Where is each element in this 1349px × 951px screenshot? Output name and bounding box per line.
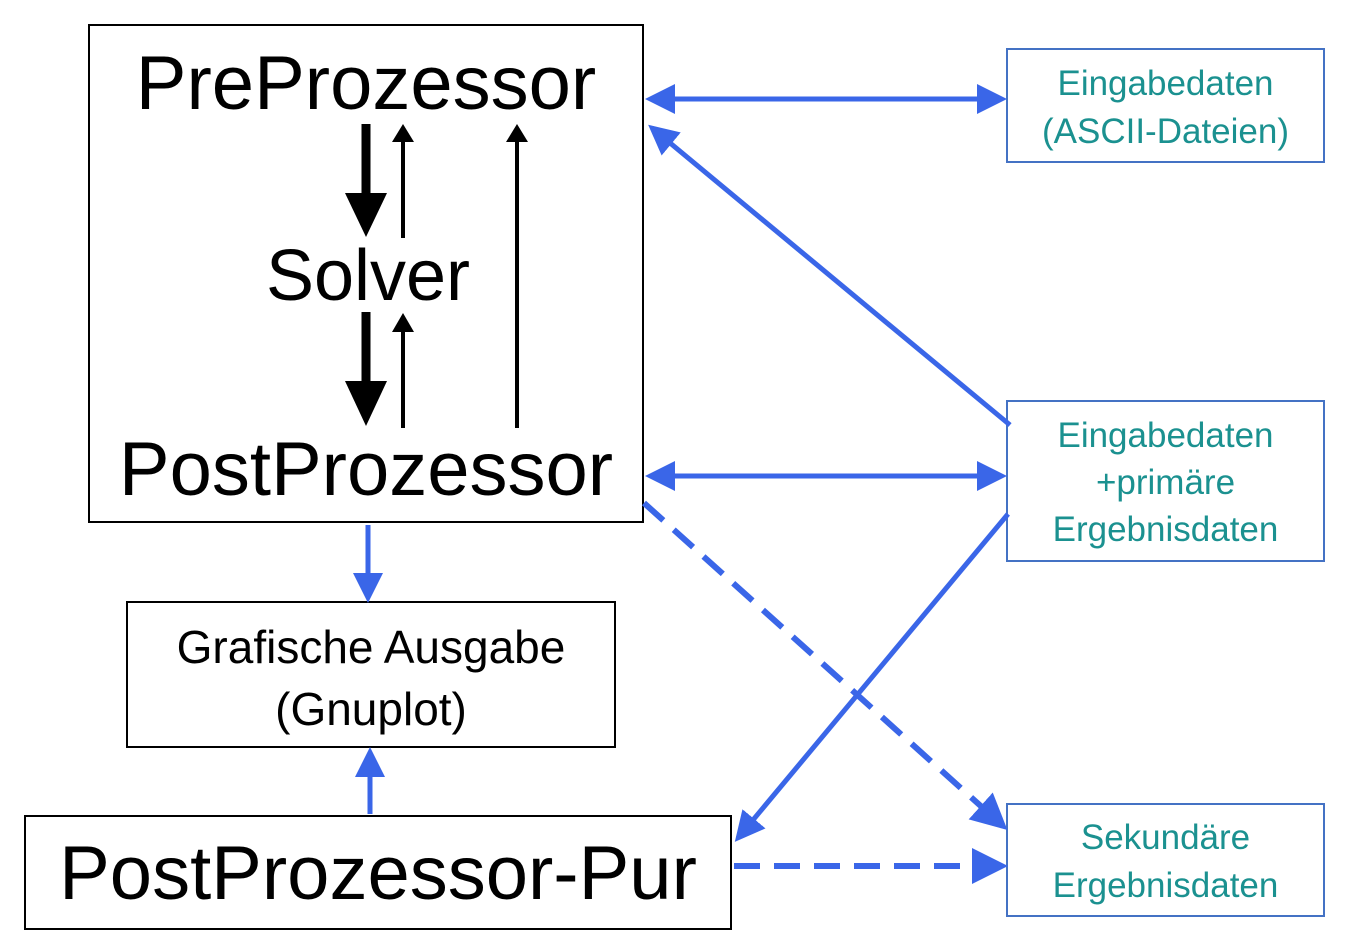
grafische-ausgabe-line1: Grafische Ausgabe <box>176 621 566 673</box>
grafische-ausgabe-line2: (Gnuplot) <box>275 683 467 735</box>
post-to-sekundaere-dashed-arrow <box>641 500 1008 831</box>
eingabedaten-ascii-box <box>1006 48 1325 163</box>
sekundaere-ergebnisdaten-box <box>1006 803 1325 917</box>
post-to-pre-arrow <box>506 124 528 428</box>
sekundaere-line2: Ergebnisdaten <box>1052 866 1279 905</box>
preprozessor-label: PreProzessor <box>135 41 597 126</box>
postprozessor-pur-label: PostProzessor-Pur <box>59 831 697 916</box>
post-to-solver-arrow <box>392 313 414 428</box>
primaer-to-pre-arrow <box>648 124 1012 427</box>
primaer-to-pur-arrow <box>734 512 1010 842</box>
eingabedaten-ascii-line2: (ASCII-Dateien) <box>1041 112 1290 151</box>
eingabedaten-primaer-line2: +primäre <box>1095 463 1236 502</box>
solver-to-post-arrow <box>345 312 387 426</box>
main-processor-box <box>88 24 644 523</box>
eingabedaten-primaer-line1: Eingabedaten <box>1057 416 1274 455</box>
sekundaere-line1: Sekundäre <box>1080 818 1251 857</box>
solver-to-pre-arrow <box>392 124 414 238</box>
eingabedaten-primaer-line3: Ergebnisdaten <box>1052 510 1279 549</box>
pre-to-solver-arrow <box>345 124 387 237</box>
postprozessor-label: PostProzessor <box>118 427 614 512</box>
eingabedaten-primaer-box <box>1006 400 1325 562</box>
solver-label: Solver <box>265 236 471 316</box>
eingabedaten-ascii-line1: Eingabedaten <box>1057 64 1274 103</box>
postprozessor-pur-box <box>24 815 732 930</box>
grafische-ausgabe-box <box>126 601 616 748</box>
